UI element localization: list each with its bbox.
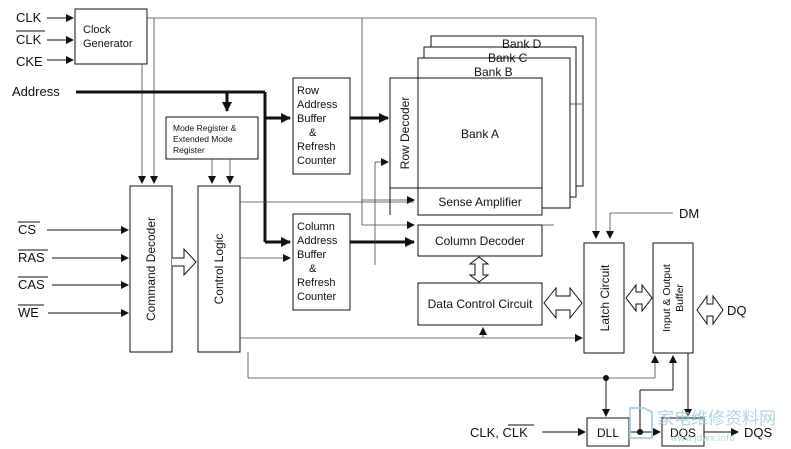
watermark-url: www.jdwx.info — [670, 434, 735, 444]
dq-double-arrow — [696, 294, 724, 326]
bank-b-label: Bank B — [474, 65, 513, 79]
watermark: 家电维修资料网 www.jdwx.info — [629, 407, 776, 444]
cas-label: CAS — [18, 277, 45, 292]
mode-register-label-1: Mode Register & — [173, 123, 237, 133]
row-decoder-label: Row Decoder — [398, 97, 412, 170]
data-control-label: Data Control Circuit — [428, 297, 533, 311]
dm-label: DM — [679, 206, 699, 221]
column-decoder-block — [417, 224, 543, 257]
dll-label: DLL — [597, 426, 619, 440]
dq-label: DQ — [727, 303, 747, 318]
column-decoder-label: Column Decoder — [435, 234, 525, 248]
address-label: Address — [12, 84, 60, 99]
cke-label: CKE — [16, 54, 43, 69]
column-buffer-label-5: Refresh — [297, 277, 336, 289]
command-decoder-label: Command Decoder — [144, 217, 158, 321]
io-buffer-block — [652, 242, 694, 354]
command-decoder-block — [129, 185, 173, 353]
clock-generator-label-1: Clock — [83, 24, 111, 36]
data-control-circuit-block — [417, 282, 543, 326]
dll-block — [586, 417, 630, 447]
bank-a-label: Bank A — [461, 127, 499, 141]
decoder-to-logic-arrow — [172, 247, 197, 277]
latch-circuit-label: Latch Circuit — [598, 264, 612, 331]
cs-label: CS — [18, 222, 36, 237]
clk-label: CLK — [16, 10, 42, 25]
clock-generator-block — [74, 8, 148, 65]
sense-amplifier-label: Sense Amplifier — [438, 195, 521, 209]
row-buffer-label-6: Counter — [297, 155, 336, 167]
row-buffer-label-2: Address — [297, 99, 338, 111]
io-buffer-label-1: Input & Output — [661, 264, 673, 332]
clk-bar-label: CLK — [16, 32, 42, 47]
mode-register-block — [165, 116, 259, 160]
column-address-buffer-block — [292, 213, 351, 311]
bank-c-label: Bank C — [488, 51, 528, 65]
row-buffer-label-4: & — [309, 127, 317, 139]
mode-register-label-2: Extended Mode — [173, 134, 233, 144]
dqs-output-label: DQS — [744, 425, 773, 440]
mode-register-label-3: Register — [173, 145, 205, 155]
data-latch-double-arrow — [543, 286, 583, 320]
ras-label: RAS — [18, 250, 45, 265]
row-buffer-label-3: Buffer — [297, 113, 326, 125]
sense-amplifier-block — [417, 187, 543, 216]
clk-pair-label-b: CLK — [503, 425, 529, 440]
column-buffer-label-4: & — [309, 263, 317, 275]
control-logic-label: Control Logic — [212, 234, 226, 305]
we-label: WE — [18, 305, 39, 320]
column-buffer-label-2: Address — [297, 235, 338, 247]
latch-io-double-arrow — [625, 283, 653, 313]
column-buffer-label-3: Buffer — [297, 249, 326, 261]
dqs-block — [661, 417, 705, 447]
bank-a-block — [389, 77, 543, 189]
control-logic-block — [197, 185, 241, 353]
bank-d-label: Bank D — [502, 37, 542, 51]
dqs-block-label: DQS — [670, 426, 696, 440]
row-address-buffer-block — [292, 77, 351, 175]
latch-circuit-block — [583, 242, 625, 354]
row-buffer-label-1: Row — [297, 85, 319, 97]
watermark-text: 家电维修资料网 — [657, 409, 776, 429]
row-buffer-label-5: Refresh — [297, 141, 336, 153]
column-buffer-label-6: Counter — [297, 291, 336, 303]
column-data-double-arrow — [468, 256, 490, 283]
clock-generator-label-2: Generator — [83, 38, 133, 50]
column-buffer-label-1: Column — [297, 221, 335, 233]
clk-pair-label-a: CLK, — [470, 425, 503, 440]
clk-pair-label: CLK, CLK — [470, 425, 528, 440]
watermark-logo-icon — [629, 407, 653, 439]
io-buffer-label-2: Buffer — [674, 284, 686, 312]
